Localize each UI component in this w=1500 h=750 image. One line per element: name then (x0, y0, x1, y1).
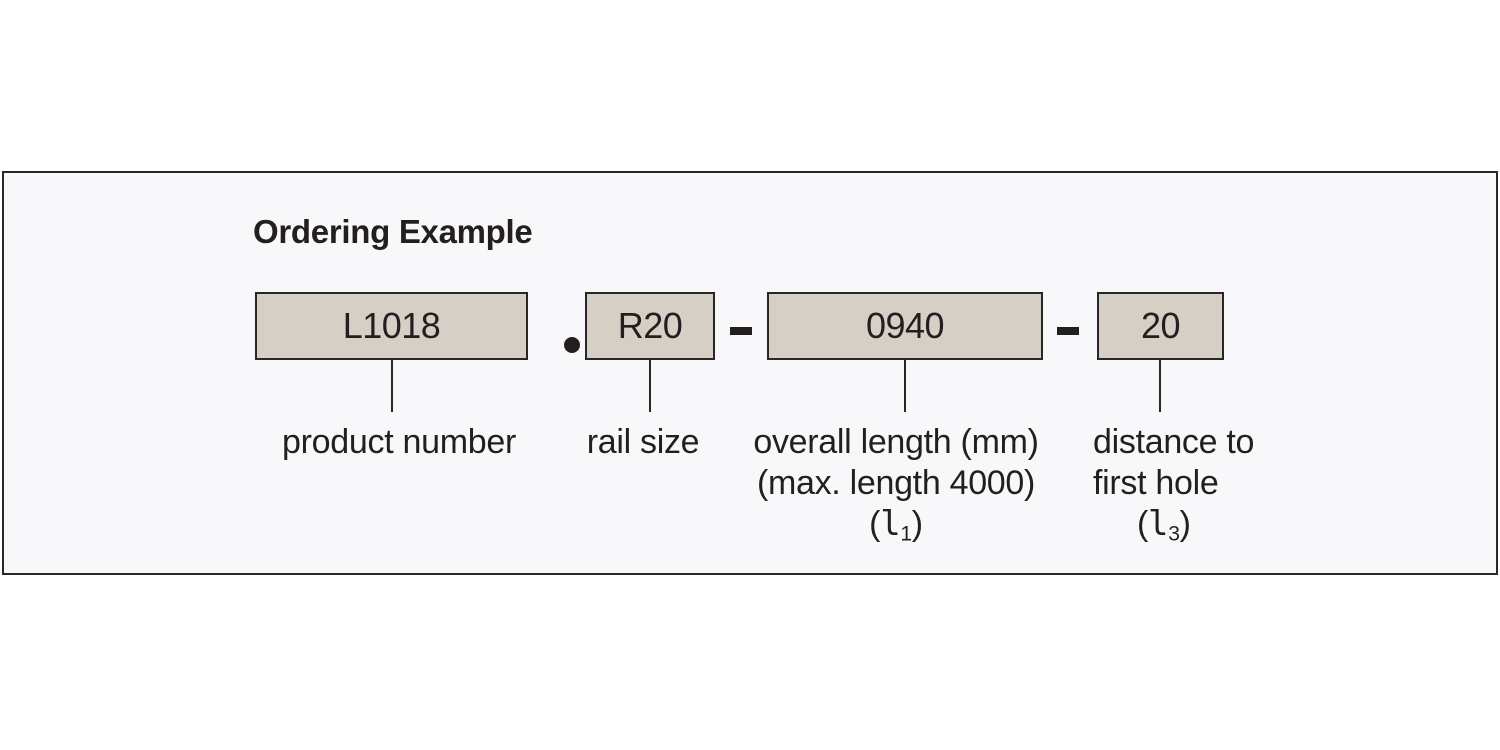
ordering-example-panel (2, 171, 1498, 575)
product-number-box: L1018 (255, 292, 528, 360)
product-number-value: L1018 (342, 305, 441, 346)
paren: ) (1179, 505, 1191, 543)
subscript: 3 (1168, 522, 1180, 546)
distance-first-hole-box: 20 (1097, 292, 1224, 360)
paren: ) (911, 505, 923, 543)
label-rail-size: rail size (587, 422, 700, 463)
subscript: 1 (900, 522, 912, 546)
label-line: distance to (1093, 423, 1255, 461)
panel-title: Ordering Example (253, 213, 533, 250)
letter-l: l (1148, 504, 1169, 544)
leader-line-distance-first-hole (1159, 360, 1161, 412)
dash-separator-icon (730, 327, 752, 335)
distance-first-hole-value: 20 (1140, 305, 1181, 346)
dot-separator-icon (564, 337, 580, 353)
leader-line-rail-size (649, 360, 651, 412)
label-line: rail size (586, 423, 700, 461)
symbol-l1: (l1) (753, 504, 1038, 554)
label-line: product number (282, 423, 516, 461)
rail-size-box: R20 (585, 292, 715, 360)
label-line: overall length (mm) (753, 423, 1039, 461)
symbol-l3: (l3) (1093, 504, 1254, 554)
paren: ( (869, 505, 881, 543)
label-product-number: product number (282, 422, 516, 463)
dash-separator-icon (1057, 327, 1079, 335)
label-line: (max. length 4000) (756, 464, 1036, 502)
leader-line-product-number (391, 360, 393, 412)
letter-l: l (880, 504, 901, 544)
label-overall-length: overall length (mm) (max. length 4000) (… (753, 422, 1039, 554)
overall-length-value: 0940 (865, 305, 945, 346)
label-distance-first-hole: distance to first hole (l3) (1093, 422, 1254, 554)
leader-line-overall-length (904, 360, 906, 412)
rail-size-value: R20 (617, 305, 683, 346)
paren: ( (1137, 505, 1149, 543)
overall-length-box: 0940 (767, 292, 1043, 360)
label-line: first hole (1093, 464, 1219, 502)
